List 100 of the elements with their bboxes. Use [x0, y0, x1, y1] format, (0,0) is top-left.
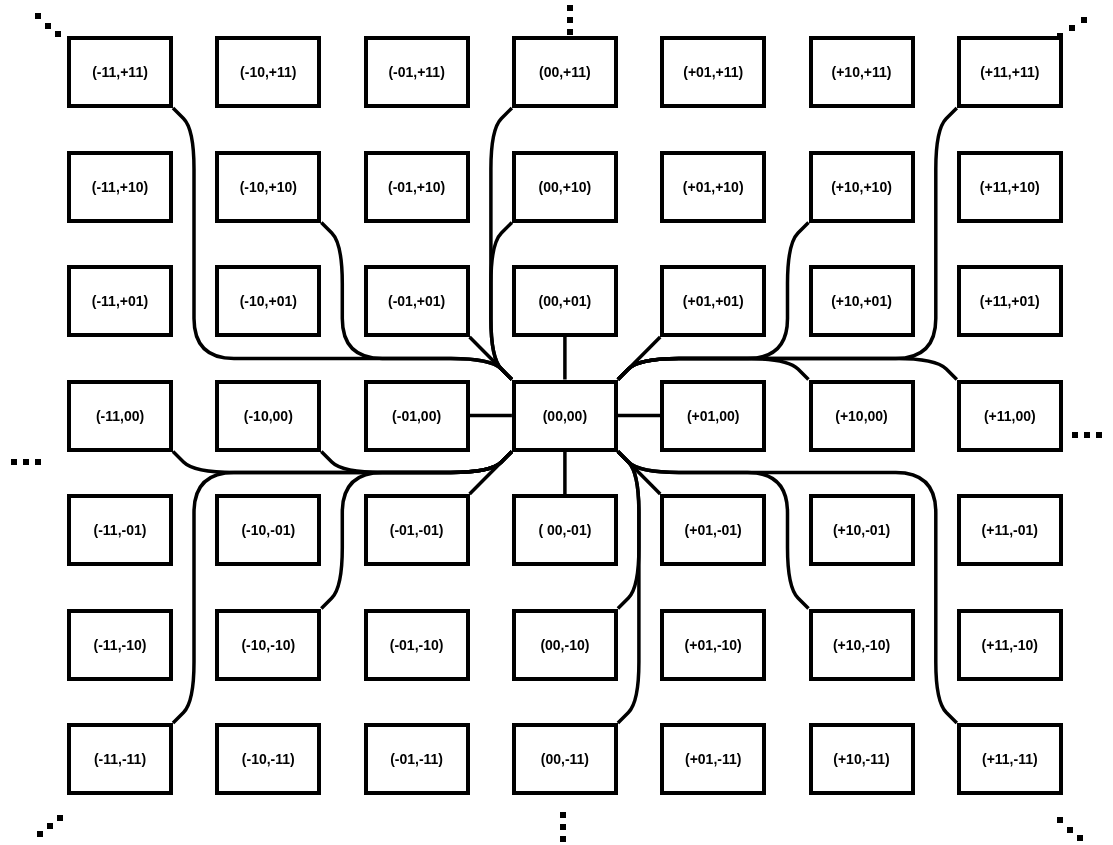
coordinate-box	[67, 494, 173, 566]
coordinate-box	[511, 723, 618, 795]
coordinate-box	[363, 608, 470, 681]
coordinate-label: (+10,00)	[834, 407, 889, 424]
coordinate-label: (00,+11)	[538, 64, 592, 80]
coordinate-box	[808, 379, 915, 452]
coordinate-label: (+10,+01)	[830, 293, 893, 309]
coordinate-box	[67, 608, 173, 681]
coordinate-box	[67, 265, 173, 337]
coordinate-box	[215, 494, 322, 566]
coordinate-label: (+11,+10)	[978, 178, 1041, 195]
coordinate-box	[956, 723, 1063, 795]
coordinate-label: (-11,-11)	[92, 751, 148, 767]
connector-line	[489, 221, 514, 381]
coordinate-box	[956, 608, 1063, 681]
coordinate-label: (+11,+11)	[979, 64, 1041, 80]
connector-line	[563, 337, 567, 380]
coordinate-label: (-11,+10)	[90, 178, 150, 195]
coordinate-label: (-10,+11)	[239, 64, 298, 80]
coordinate-label: (-10,+10)	[238, 178, 298, 195]
coordinate-label: (+11,-01)	[980, 522, 1039, 538]
coordinate-box	[511, 265, 618, 337]
coordinate-box	[363, 723, 470, 795]
coordinate-label: (+01,-10)	[683, 636, 743, 653]
coordinate-box	[215, 608, 322, 681]
coordinate-label: (-01,-01)	[388, 522, 445, 538]
coordinate-label: (00,+10)	[537, 178, 593, 195]
coordinate-label: (+11,-10)	[980, 636, 1039, 653]
coordinate-box	[67, 379, 173, 452]
coordinate-box	[808, 150, 915, 223]
connector-line	[616, 450, 959, 725]
coordinate-box	[215, 150, 322, 223]
coordinate-box	[808, 723, 915, 795]
coordinate-label: (00,-11)	[539, 751, 590, 767]
coordinate-box	[511, 379, 618, 452]
coordinate-label: (-11,+11)	[91, 64, 149, 80]
coordinate-box	[363, 494, 470, 566]
coordinate-box	[808, 608, 915, 681]
coordinate-label: (-01,-11)	[389, 751, 445, 767]
coordinate-label: (+10,-10)	[831, 636, 892, 653]
coordinate-label: (+11,-11)	[980, 751, 1039, 767]
coordinate-box	[215, 723, 322, 795]
coordinate-label: (+01,-01)	[683, 522, 743, 538]
connector-line	[563, 451, 567, 494]
coordinate-label: (+01,-11)	[683, 751, 743, 767]
coordinate-label: (+11,+01)	[978, 293, 1041, 309]
coordinate-label: (-10,-11)	[240, 751, 296, 767]
coordinate-label: (00,-10)	[539, 636, 591, 653]
coordinate-label: (+10,-11)	[832, 751, 891, 767]
coordinate-label: (+01,+10)	[681, 178, 745, 195]
coordinate-box	[511, 608, 618, 681]
coordinate-box	[956, 265, 1063, 337]
coordinate-box	[511, 36, 618, 108]
coordinate-box	[660, 265, 767, 337]
coordinate-label: (-10,+01)	[238, 293, 298, 309]
coordinate-box	[363, 379, 470, 452]
coordinate-label: (+11,00)	[982, 407, 1037, 424]
coordinate-box	[956, 150, 1063, 223]
coordinate-label: (+01,+01)	[681, 293, 745, 309]
coordinate-box	[215, 265, 322, 337]
coordinate-box	[808, 494, 915, 566]
coordinate-label: (-01,+11)	[387, 64, 446, 80]
coordinate-label: (-11,00)	[94, 407, 146, 424]
coordinate-box	[660, 36, 767, 108]
connector-line	[617, 413, 661, 418]
coordinate-label: (-10,-01)	[240, 522, 297, 538]
connector-line	[469, 413, 512, 418]
coordinate-label: (+10,-01)	[831, 522, 892, 538]
coordinate-box	[660, 608, 767, 681]
coordinate-box	[215, 379, 322, 452]
coordinate-label: (00,+01)	[537, 293, 593, 309]
coordinate-label: (-10,-10)	[240, 636, 297, 653]
coordinate-box	[215, 36, 322, 108]
connector-line	[171, 450, 514, 725]
coordinate-box	[660, 494, 767, 566]
coordinate-box	[808, 36, 915, 108]
coordinate-box	[363, 265, 470, 337]
coordinate-label: (00,00)	[541, 407, 589, 424]
coordinate-label: (-01,+01)	[387, 293, 447, 309]
coordinate-box	[511, 150, 618, 223]
coordinate-box	[363, 150, 470, 223]
coordinate-box	[67, 723, 173, 795]
coordinate-label: (-11,-01)	[92, 522, 148, 538]
coordinate-box	[660, 723, 767, 795]
coordinate-box	[808, 265, 915, 337]
coordinate-box	[67, 36, 173, 108]
coordinate-label: (-01,+10)	[387, 178, 447, 195]
coordinate-box	[956, 379, 1063, 452]
coordinate-label: (-11,+01)	[90, 293, 150, 309]
coordinate-box	[956, 36, 1063, 108]
coordinate-label: ( 00,-01)	[537, 522, 593, 538]
coordinate-label: (+10,+11)	[830, 64, 893, 80]
coordinate-label: (-01,00)	[391, 407, 443, 424]
coordinate-box	[956, 494, 1063, 566]
connector-line	[616, 356, 959, 381]
coordinate-label: (+01,00)	[685, 407, 741, 424]
coordinate-box	[511, 494, 618, 566]
coordinate-label: (+10,+10)	[830, 178, 893, 195]
coordinate-label: (-01,-10)	[388, 636, 445, 653]
coordinate-box	[363, 36, 470, 108]
